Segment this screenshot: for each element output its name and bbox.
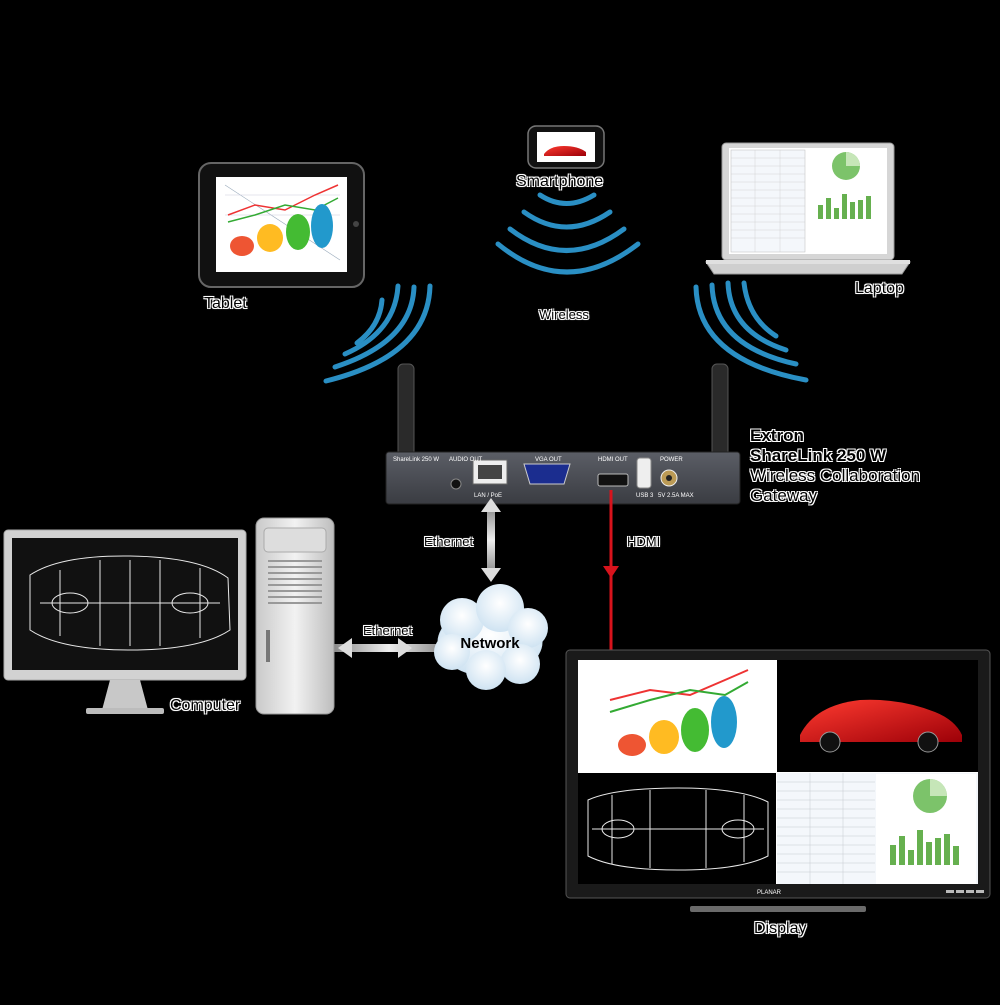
ethernet-cable-computer [333, 638, 445, 658]
smartphone-device [527, 125, 605, 169]
antenna-left [397, 363, 415, 463]
panel-lan-poe: LAN / PoE [474, 493, 502, 499]
tablet-device [198, 162, 365, 288]
network-cloud [434, 584, 548, 690]
panel-audio-out: AUDIO OUT [449, 457, 483, 463]
panel-power-rating: 5V 2.5A MAX [658, 493, 694, 499]
product-line2: Gateway [750, 486, 818, 505]
display-bezel-brand: PLANAR [757, 890, 782, 896]
hdmi-port-icon [597, 473, 629, 487]
smartphone-label: Smartphone [516, 173, 604, 190]
laptop-spreadsheet-icon [730, 149, 871, 253]
computer-tower [255, 517, 335, 715]
device-panel-labels: ShareLink 250 W AUDIO OUT LAN / PoE VGA … [393, 457, 782, 896]
display-device [565, 649, 991, 912]
display-wireframe-quadrant [578, 773, 776, 884]
display-buttons [946, 890, 984, 893]
panel-usb3: USB 3 [636, 493, 654, 499]
usb-port-icon [636, 457, 652, 489]
panel-vga-out: VGA OUT [535, 457, 562, 463]
product-title-block: Extron ShareLink 250 W Wireless Collabor… [750, 426, 920, 506]
display-label: Display [754, 920, 807, 937]
sharelink-device [385, 363, 741, 505]
product-brand: Extron [750, 426, 804, 445]
wireless-label: Wireless [539, 307, 589, 322]
product-model: ShareLink 250 W [750, 446, 887, 465]
display-car-quadrant [777, 660, 978, 772]
display-stand [690, 906, 866, 912]
product-line1: Wireless Collaboration [750, 466, 921, 485]
car-wireframe-icon [29, 555, 231, 651]
computer-label: Computer [170, 697, 241, 714]
laptop-label: Laptop [855, 280, 904, 297]
ethernet-computer-label: Ethernet [363, 623, 413, 638]
display-spreadsheet-quadrant [777, 773, 978, 884]
hdmi-label: HDMI [627, 534, 661, 549]
tablet-chart-icon [224, 184, 341, 261]
display-chart-quadrant [578, 660, 776, 772]
panel-hdmi-out: HDMI OUT [598, 457, 628, 463]
vga-port-icon [523, 463, 571, 485]
wireless-waves [323, 192, 809, 384]
tablet-label: Tablet [204, 295, 247, 312]
laptop-device [705, 142, 911, 275]
network-label: Network [460, 635, 520, 652]
hdmi-cable [603, 490, 619, 650]
audio-port-icon [450, 478, 462, 490]
red-car-icon [544, 146, 586, 156]
computer-monitor [3, 529, 247, 714]
panel-power: POWER [660, 457, 683, 463]
ethernet-cable-device [481, 498, 501, 582]
ethernet-device-label: Ethernet [424, 534, 474, 549]
antenna-right [711, 363, 729, 463]
panel-model-badge: ShareLink 250 W [393, 457, 439, 463]
